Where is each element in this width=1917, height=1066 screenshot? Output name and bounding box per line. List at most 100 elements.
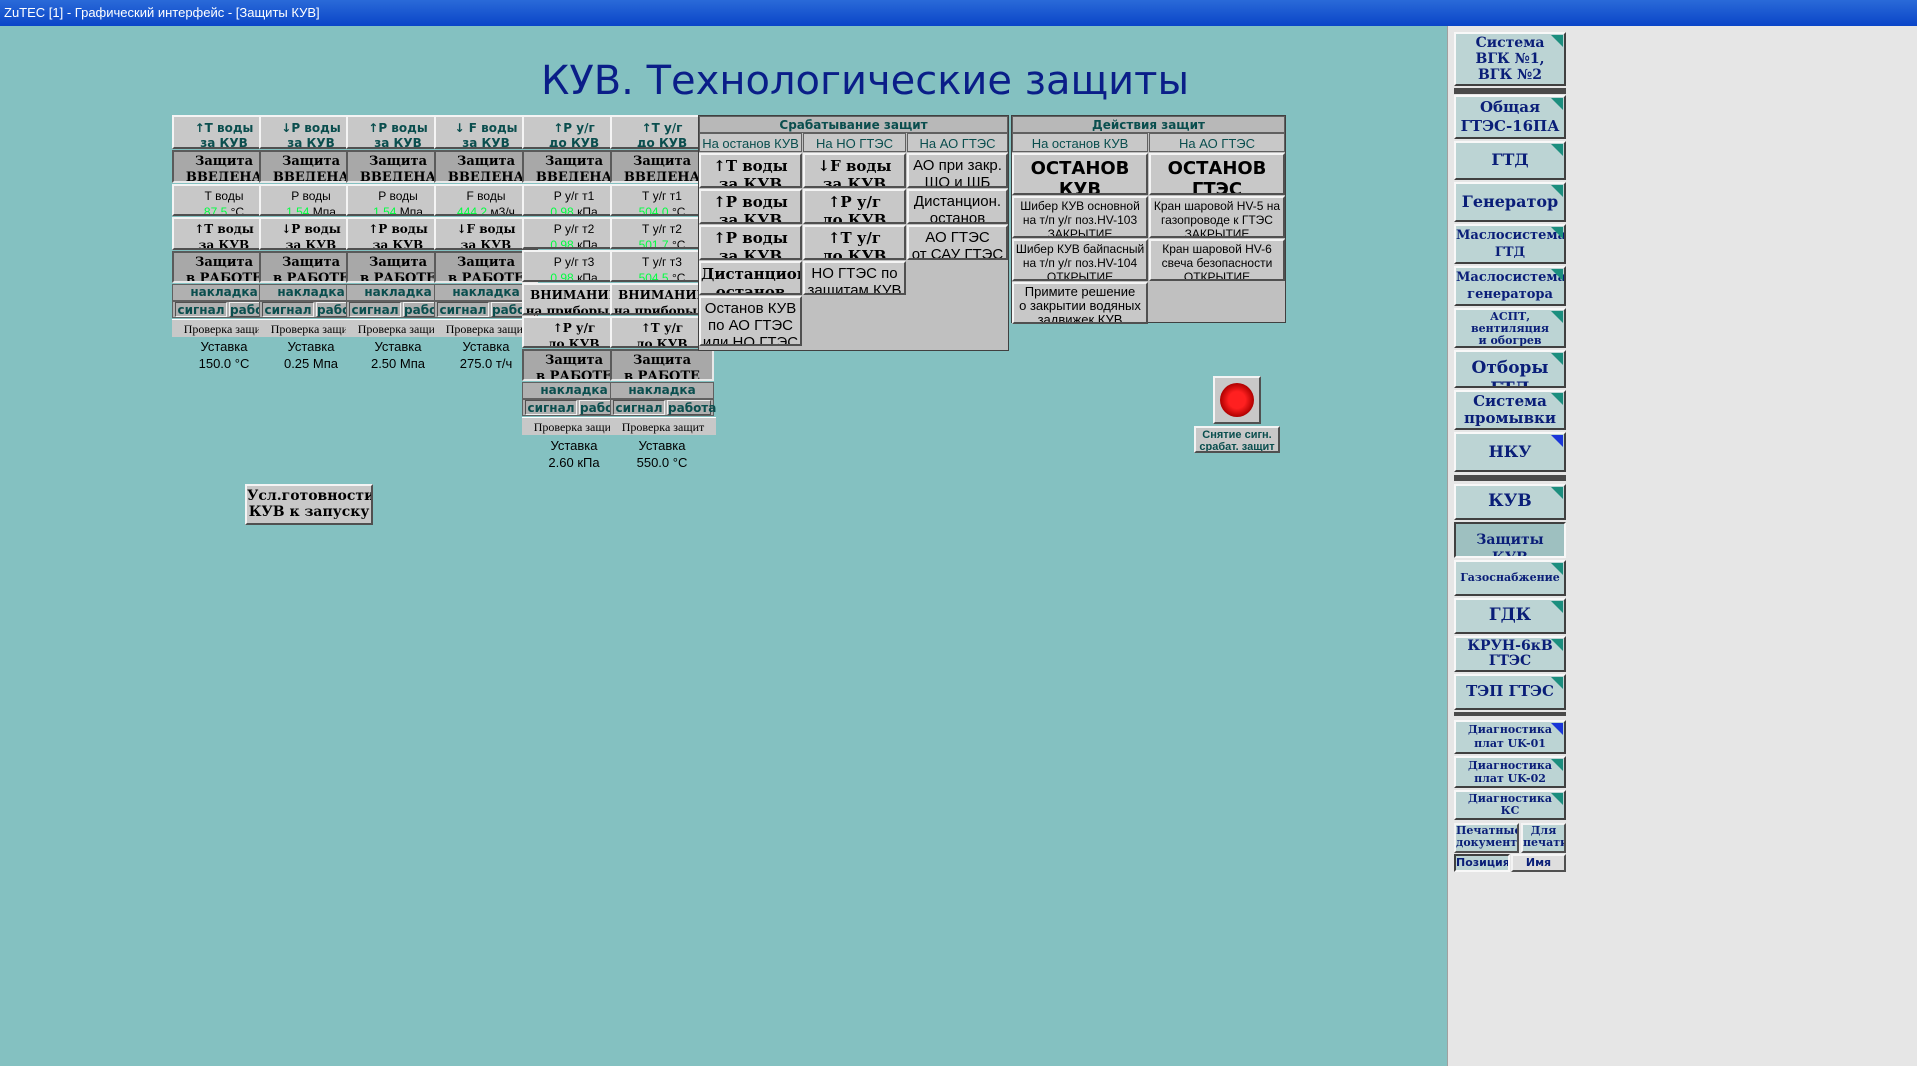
meas-label: Т у/г т2 (642, 222, 682, 236)
corner-indicator-icon (1551, 677, 1563, 689)
nav-button[interactable]: Отборы ГТД (1454, 350, 1566, 388)
setpoint-row: 2.60 кПа (522, 454, 626, 471)
reset-indicator (1213, 376, 1261, 424)
setpoint-value: 550.0 (636, 455, 670, 470)
trip-line1: ↓P воды (281, 222, 341, 236)
meas-value: 0.98 (550, 271, 574, 282)
action-section-title: Действия защит (1012, 116, 1285, 133)
for-print-button[interactable]: Для печати (1521, 823, 1566, 853)
signal-option[interactable]: сигнал (262, 302, 314, 317)
nav-button[interactable]: Газоснабжение (1454, 560, 1566, 596)
setpoint-unit: Мпа (399, 356, 426, 371)
check-protections-button[interactable]: Проверка защит (610, 417, 716, 435)
status-line1: Защита (545, 154, 603, 169)
trip-line2: за КУВ (460, 238, 512, 250)
nav-separator (1454, 88, 1566, 94)
nav-button[interactable]: КУВ (1454, 484, 1566, 520)
check-protections-button[interactable]: Проверка защит (259, 319, 365, 337)
name-tab[interactable]: Имя (1511, 854, 1566, 872)
status2-line1: Защита (545, 353, 603, 368)
setpoint-label: Уставка (638, 438, 686, 453)
signal-option[interactable]: сигнал (175, 302, 227, 317)
reset-signals-button[interactable]: Снятие сигн. срабат. защит (1194, 426, 1280, 453)
trip-item-line1: ↑P воды (713, 229, 788, 247)
setpoint-row: 0.25 Мпа (259, 355, 363, 372)
nav-button[interactable]: Генератор (1454, 182, 1566, 222)
readiness-button[interactable]: Усл.готовности КУВ к запуску (245, 484, 373, 525)
trip-section-title: Срабатывание защит (699, 116, 1008, 133)
nav-label-line1: Генератор (1461, 192, 1559, 211)
check-protections-button[interactable]: Проверка защит (434, 319, 540, 337)
check-protections-button[interactable]: Проверка защит (522, 417, 628, 435)
status2-line2: в РАБОТЕ (536, 369, 612, 381)
nav-label-line1: КРУН-6кВ (1467, 638, 1553, 654)
trip-item-line1: ↑T у/г (827, 229, 882, 247)
trip-line2: за КУВ (198, 238, 250, 250)
for-print-line1: Для (1530, 824, 1557, 837)
nav-label-line1: Система (1473, 392, 1547, 410)
signal-option[interactable]: сигнал (437, 302, 489, 317)
status2-line1: Защита (633, 353, 691, 368)
nav-label-line1: ТЭП ГТЭС (1466, 682, 1554, 700)
nav-button[interactable]: Защиты КУВ (1454, 522, 1566, 558)
signal-option[interactable]: сигнал (525, 400, 577, 415)
action-main-line2: ГТЭС (1191, 179, 1243, 195)
trip-indicator: Дистанцион.останов КУВ (699, 261, 802, 295)
check-protections-button[interactable]: Проверка защит (346, 319, 452, 337)
trip-item-line2: по АО ГТЭС (707, 317, 794, 334)
position-tab[interactable]: Позиция (1454, 854, 1510, 872)
action-item-line1: Шибер КУВ байпасный (1015, 242, 1145, 256)
action-item-line1: Кран шаровой HV-5 на (1153, 199, 1281, 213)
corner-indicator-icon (1551, 393, 1563, 405)
signal-option[interactable]: сигнал (613, 400, 665, 415)
attention-line1: ВНИМАНИЕ (618, 288, 706, 302)
status2-line1: Защита (282, 255, 340, 270)
print-documents-button[interactable]: Печатные документы (1454, 823, 1519, 853)
nav-label-line1: АСПТ, (1489, 310, 1531, 323)
trip-item-line2: до КУВ (822, 211, 887, 224)
nav-button[interactable]: ГДК (1454, 598, 1566, 634)
check-protections-button[interactable]: Проверка защит (172, 319, 278, 337)
trip-item-line1: Останов КУВ (704, 300, 797, 317)
print-docs-line1: Печатные (1456, 824, 1519, 837)
nav-button[interactable]: НКУ (1454, 432, 1566, 472)
signal-option[interactable]: сигнал (349, 302, 401, 317)
meas-label: Р у/г т3 (553, 255, 595, 269)
work-option[interactable]: работа (667, 400, 717, 415)
meas-unit: Мпа (399, 205, 423, 216)
trip-item-line2: останов ГТЭС (929, 210, 986, 224)
nav-button[interactable]: ТЭП ГТЭС (1454, 674, 1566, 710)
status2-line2: в РАБОТЕ (448, 271, 524, 283)
corner-indicator-icon (1551, 723, 1563, 735)
trip-item-line2: за КУВ (718, 247, 782, 260)
setpoint-value: 0.25 (283, 356, 310, 371)
nav-button[interactable]: ГТД (1454, 141, 1566, 180)
nav-label-line1: Маслосистема (1456, 228, 1566, 243)
